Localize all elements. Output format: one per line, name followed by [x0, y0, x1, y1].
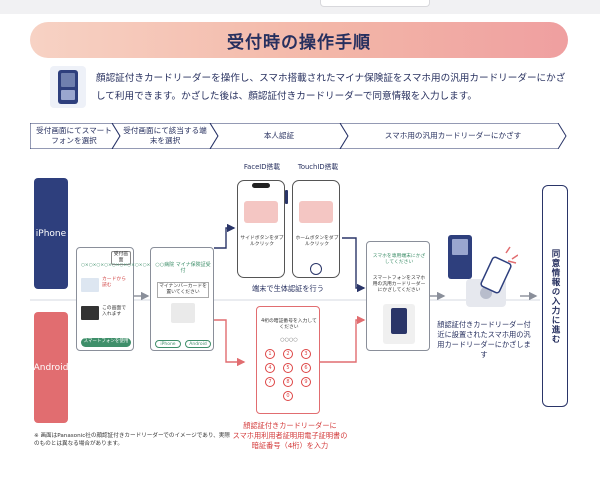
use-smartphone-button[interactable]: スマートフォンを使用 [81, 338, 131, 347]
phone-image [81, 306, 99, 320]
card-image [81, 278, 99, 292]
screen2-text: マイナンバーカードを置いてください [157, 282, 209, 298]
step-header: 受付画面にてスマートフォンを選択 受付画面にて該当する端末を選択 本人認証 スマ… [30, 123, 568, 149]
key-4[interactable]: 4 [265, 363, 275, 373]
title-banner: 受付時の操作手順 [30, 22, 568, 58]
touchid-card [299, 201, 333, 223]
pin-caption-3: 暗証番号（4桁）を入力 [251, 441, 329, 450]
faceid-card [244, 201, 278, 223]
iphone-faceid: サイドボタンをダブルクリック [237, 180, 285, 278]
reader-caption: 顔認証付きカードリーダー付近に設置されたスマホ用の汎用カードリーダーにかざします [437, 320, 531, 359]
pin-title: 4桁の暗証番号を入力してください [261, 319, 317, 330]
faceid-caption: サイドボタンをダブルクリック [240, 236, 284, 247]
hold-phone-illustration [383, 304, 415, 344]
screen2-title: ○○病院 マイナ保険証受付 [155, 262, 211, 274]
step-4: スマホ用の汎用カードリーダーにかざす [384, 131, 522, 140]
screen1-dots: ○×○×○×○×○×○×○×○×○×○××× [81, 263, 166, 268]
faceid-label: FaceID搭載 [243, 163, 281, 171]
card-reader-icon [48, 64, 88, 110]
side-button-icon [285, 190, 288, 204]
home-button-icon [310, 263, 322, 275]
iphone-button[interactable]: iPhone [155, 340, 181, 348]
pin-caption-2: スマホ用利用者証明用電子証明書の [232, 431, 348, 440]
touchid-caption: ホームボタンをダブルクリック [295, 236, 339, 247]
screen-reception: 受付画面 ○×○×○×○×○×○×○×○×○×○××× カードから読む この画面… [76, 247, 166, 351]
key-0[interactable]: 0 [283, 391, 293, 401]
screen-hold-phone: スマホを専用端末にかざしてください スマートフォンをスマホ用の汎用カードリーダー… [366, 241, 430, 351]
android-button[interactable]: Android [185, 340, 211, 348]
browser-tab [320, 0, 430, 7]
screen1-opt2: この画面で入れます [102, 306, 126, 317]
screen5-text: スマートフォンをスマホ用の汎用カードリーダーにかざしてください [372, 276, 426, 293]
pin-dots: ○○○○ [280, 337, 298, 343]
page-title: 受付時の操作手順 [227, 32, 371, 53]
final-step-text: 同意情報の入力に進む [550, 248, 560, 344]
final-step-box: 同意情報の入力に進む [542, 185, 568, 407]
step-3: 本人認証 [263, 131, 295, 140]
keypad: 1 2 3 4 5 6 7 8 9 0 [263, 347, 315, 413]
screen-device-select: ○○病院 マイナ保険証受付 マイナンバーカードを置いてください iPhone A… [150, 247, 214, 351]
key-7[interactable]: 7 [265, 377, 275, 387]
touchid-label: TouchID搭載 [297, 163, 339, 171]
phone-on-reader [391, 308, 407, 334]
faceid-notch [252, 183, 270, 188]
screen5-title: スマホを専用端末にかざしてください [372, 254, 426, 265]
key-6[interactable]: 6 [301, 363, 311, 373]
generic-reader-illustration [446, 225, 519, 315]
step-2: 受付画面にて該当する端末を選択 [123, 126, 207, 145]
key-5[interactable]: 5 [283, 363, 293, 373]
intro-text: 顔認証付きカードリーダーを操作し、スマホ搭載されたマイナ保険証をスマホ用の汎用カ… [96, 73, 566, 102]
reader-image [171, 303, 195, 323]
screen-pin-entry: 4桁の暗証番号を入力してください ○○○○ 1 2 3 4 5 6 7 8 9 … [256, 306, 320, 414]
row-label-iphone: iPhone [34, 178, 68, 289]
screen1-opt1: カードから読む [102, 277, 126, 288]
screen1-header: 受付画面 [111, 251, 131, 265]
key-2[interactable]: 2 [283, 349, 293, 359]
browser-top-strip [0, 0, 600, 14]
footnote: ※ 画面はPanasonic社の顔認証付きカードリーダーでのイメージであり、実際… [34, 433, 230, 447]
biometric-caption: 端末で生体認証を行う [252, 284, 324, 293]
key-1[interactable]: 1 [265, 349, 275, 359]
key-3[interactable]: 3 [301, 349, 311, 359]
step-1: 受付画面にてスマートフォンを選択 [36, 126, 112, 145]
pin-caption-1: 顔認証付きカードリーダーに [243, 421, 337, 430]
key-8[interactable]: 8 [283, 377, 293, 387]
key-9[interactable]: 9 [301, 377, 311, 387]
row-label-android: Android [34, 312, 68, 423]
iphone-touchid: ホームボタンをダブルクリック [292, 180, 340, 278]
